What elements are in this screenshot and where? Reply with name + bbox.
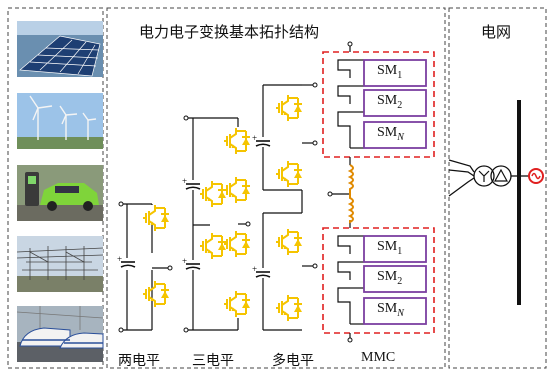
grid-panel-title: 电网 [481, 23, 512, 41]
submodule-upper-2 [363, 89, 427, 117]
submodule-lower-n-label: SMN [377, 301, 404, 319]
topology-panel [106, 7, 446, 369]
submodule-lower-1-label: SM1 [377, 239, 403, 257]
svg-text:+: + [252, 264, 257, 274]
submodule-upper-2-label: SM2 [377, 93, 403, 111]
photo-substation [16, 236, 104, 292]
svg-text:+: + [117, 254, 122, 264]
three-level-topology: + + [182, 115, 252, 333]
submodule-upper-n [363, 121, 427, 149]
photo-wind-turbines [17, 93, 103, 149]
lower-arm-inductor [347, 194, 354, 224]
submodule-lower-n [363, 297, 427, 325]
submodule-lower-2-label: SM2 [377, 269, 403, 287]
mmc-topology [322, 41, 435, 343]
topology-panel-title: 电力电子变换基本拓扑结构 [139, 23, 320, 41]
grid-panel [448, 7, 547, 369]
svg-text:+: + [182, 256, 187, 266]
svg-text:+: + [182, 176, 187, 186]
submodule-upper-n-label: SMN [377, 125, 404, 143]
submodule-lower-2 [363, 265, 427, 293]
submodule-upper-1-label: SM1 [377, 63, 403, 81]
caption-mmc: MMC [361, 350, 396, 365]
grid-connection [448, 100, 544, 305]
two-level-topology: + [117, 201, 173, 333]
upper-arm-group [322, 51, 435, 158]
upper-arm-inductor [347, 164, 354, 194]
caption-two-level: 两电平 [118, 353, 160, 369]
submodule-lower-1 [363, 235, 427, 263]
submodule-upper-1 [363, 59, 427, 87]
lower-arm-group [322, 227, 435, 334]
svg-text:+: + [252, 133, 257, 143]
caption-multi-level: 多电平 [272, 353, 314, 369]
caption-three-level: 三电平 [192, 353, 234, 369]
photo-solar-panels [17, 21, 103, 77]
multi-level-topology: + + [252, 82, 318, 331]
photo-electric-vehicle-charging [17, 165, 103, 221]
photo-high-speed-train [16, 306, 104, 362]
